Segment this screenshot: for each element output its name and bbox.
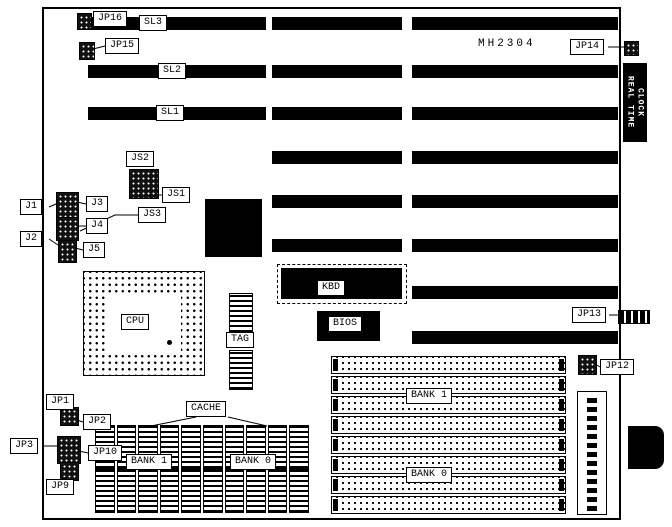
slot-bar [88,17,266,30]
label-tag: TAG [226,332,255,348]
label-j3: J3 [86,196,109,212]
simm-slot [331,496,566,514]
cache-chip [181,469,201,513]
jp12-connector [578,355,597,375]
slot-bar [412,331,618,344]
slot-bar [412,65,618,78]
cache-chip [224,469,245,513]
label-j5: J5 [83,242,106,258]
real-time-clock-chip: REAL TIME CLOCK [623,63,647,142]
board-model-text: MH2304 [478,38,536,50]
label-jp3: JP3 [10,438,39,454]
cache-chip [95,469,115,513]
j2-j5-connector [58,240,77,263]
cache-chip [267,469,288,513]
label-jp1: JP1 [46,394,75,410]
pin1-marker [167,340,172,345]
label-bios: BIOS [328,316,363,332]
label-simm-bank0: BANK 0 [406,467,453,483]
label-j4: J4 [86,218,109,234]
label-jp15: JP15 [105,38,140,54]
slot-bar [412,151,618,164]
label-jp16: JP16 [93,11,128,27]
simm-slot [331,456,566,474]
cache-chip [202,469,223,513]
cache-chip [138,469,158,513]
label-js1: JS1 [162,187,191,203]
slot-bar [272,65,402,78]
cache-chip [202,425,223,469]
label-simm-bank1: BANK 1 [406,388,453,404]
js2-connector [129,169,159,199]
j4-connector [56,217,79,241]
cache-chip [289,425,309,469]
jp14-connector [624,41,639,56]
label-cache-bank0: BANK 0 [230,454,277,470]
simm-slot [331,416,566,434]
label-sl2: SL2 [158,63,187,79]
simm-slot [331,396,566,414]
power-pin-header [577,391,607,515]
slot-bar [412,107,618,120]
rtc-label-line2: CLOCK [635,87,645,117]
cache-chip [246,469,266,513]
j1-j3-connector [56,192,79,218]
jp3-jp10-connector [57,436,81,464]
label-jp14: JP14 [570,39,605,55]
label-sl1: SL1 [156,105,185,121]
jp16-connector [77,13,92,30]
slot-bar [272,17,402,30]
cache-chip [116,469,137,513]
rtc-label-line1: REAL TIME [625,76,635,129]
label-jp10: JP10 [88,445,123,461]
tag-sram-chip [229,293,253,333]
simm-slot-area [331,356,566,514]
cache-chip-row [95,469,309,513]
jp13-connector [618,310,650,324]
tag-sram-chip [229,350,253,390]
label-cache-bank1: BANK 1 [126,454,173,470]
label-kbd: KBD [317,280,346,296]
slot-bar [272,195,402,208]
label-cpu: CPU [121,314,150,330]
cache-chip [181,425,201,469]
slot-bar [412,286,618,299]
label-cache: CACHE [186,401,227,417]
qfp-chip [205,199,262,257]
slot-bar [412,239,618,252]
label-j1: J1 [20,199,43,215]
power-connector [628,426,664,469]
label-sl3: SL3 [139,15,168,31]
simm-slot [331,356,566,374]
label-j2: J2 [20,231,43,247]
slot-bar [272,151,402,164]
label-jp13: JP13 [572,307,607,323]
label-jp12: JP12 [600,359,635,375]
cache-chip [159,469,180,513]
label-jp9: JP9 [46,479,75,495]
keyboard-controller-outline [277,264,407,304]
slot-bar [412,195,618,208]
label-js2: JS2 [126,151,155,167]
slot-bar [412,17,618,30]
pin-column [587,395,597,511]
slot-bar [272,239,402,252]
label-js3: JS3 [138,207,167,223]
cache-chip [289,469,309,513]
label-jp2: JP2 [83,414,112,430]
jp15-connector [79,42,95,60]
slot-bar [272,107,402,120]
simm-slot [331,436,566,454]
